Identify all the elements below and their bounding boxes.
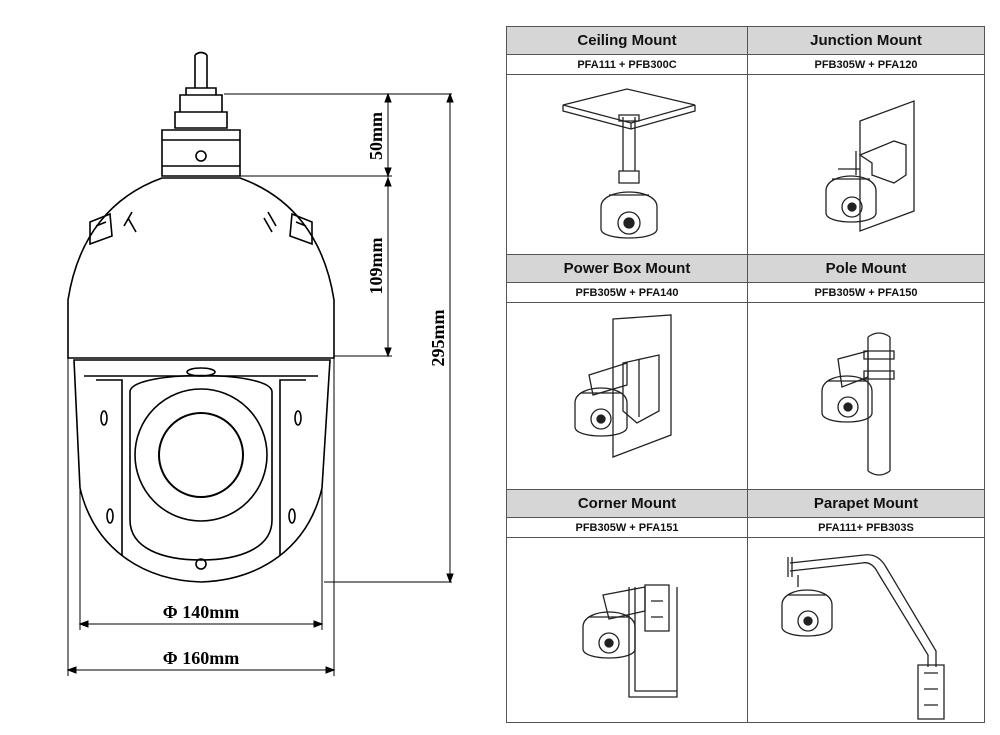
camera-head xyxy=(129,374,273,561)
junction-mount-icon xyxy=(825,100,915,232)
lens-inner xyxy=(158,412,244,498)
camera-dimension-drawing: 50mm 109mm 295mm Φ 140mm Φ 160mm xyxy=(66,51,454,676)
ir-window xyxy=(186,367,216,377)
power-box-mount-parts: PFB305W + PFA140 xyxy=(507,283,747,303)
dim-height-total: 295mm xyxy=(428,310,448,367)
corner-mount-parts: PFB305W + PFA151 xyxy=(507,518,747,538)
cable xyxy=(194,51,208,88)
parapet-mount-title: Parapet Mount xyxy=(748,490,984,518)
corner-mount-icon xyxy=(582,584,678,698)
mount-options-table: Ceiling Mount Junction Mount PFA111 + PF… xyxy=(506,26,985,723)
parapet-mount-icon xyxy=(781,554,945,720)
dim-diameter-inner: Φ 140mm xyxy=(163,602,239,622)
left-clip xyxy=(89,212,113,246)
screw-icon xyxy=(195,150,207,162)
pole-mount-title: Pole Mount xyxy=(748,255,984,283)
dim-height-dome: 109mm xyxy=(366,238,386,295)
pole-mount-parts: PFB305W + PFA150 xyxy=(748,283,984,303)
cable-gland xyxy=(174,87,228,129)
lens-outer xyxy=(134,388,268,522)
mount-base xyxy=(161,129,241,177)
dim-diameter-outer: Φ 160mm xyxy=(163,648,239,668)
camera-body xyxy=(73,359,331,583)
pole-mount-icon xyxy=(821,332,895,476)
ceiling-mount-icon xyxy=(562,88,696,239)
junction-mount-parts: PFB305W + PFA120 xyxy=(748,55,984,75)
right-clip xyxy=(289,212,313,246)
camera-dome xyxy=(67,177,335,359)
corner-mount-title: Corner Mount xyxy=(507,490,747,518)
power-box-mount-title: Power Box Mount xyxy=(507,255,747,283)
parapet-mount-parts: PFA111+ PFB303S xyxy=(748,518,984,538)
ceiling-mount-parts: PFA111 + PFB300C xyxy=(507,55,747,75)
dim-height-top: 50mm xyxy=(366,112,386,160)
ceiling-mount-title: Ceiling Mount xyxy=(507,27,747,55)
indicator-led xyxy=(195,558,207,570)
column-divider xyxy=(747,27,748,722)
junction-mount-title: Junction Mount xyxy=(748,27,984,55)
power-box-mount-icon xyxy=(574,314,672,458)
